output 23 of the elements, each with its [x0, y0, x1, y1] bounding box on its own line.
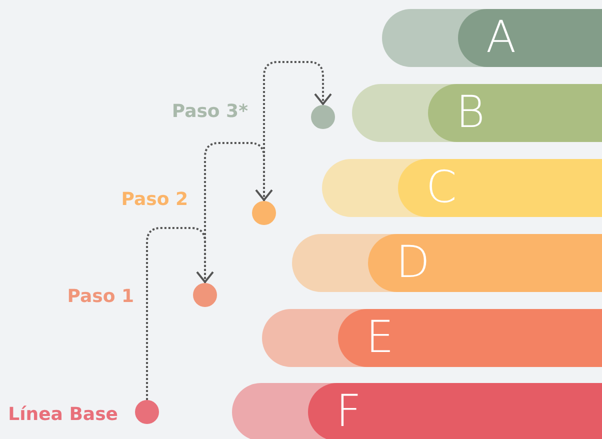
step-label: Paso 3* [172, 101, 248, 123]
step-label: Paso 2 [121, 189, 188, 211]
step-label: Paso 1 [67, 286, 134, 308]
dotted-arrow [263, 61, 332, 201]
level-bar [232, 383, 602, 439]
step-dot [193, 283, 217, 307]
step-dot [252, 201, 276, 225]
level-letter: B [456, 88, 485, 138]
level-bar [382, 9, 602, 67]
level-bar [322, 159, 602, 217]
step-dot [311, 105, 335, 129]
level-bar [352, 84, 602, 142]
level-letter: C [426, 163, 457, 213]
level-letter: E [366, 313, 394, 363]
dotted-arrow [146, 227, 214, 400]
level-letter: A [486, 13, 516, 63]
level-letter: D [396, 238, 430, 288]
step-label: Línea Base [8, 404, 118, 426]
step-dot [135, 400, 159, 424]
level-bar [262, 309, 602, 367]
level-bar [292, 234, 602, 292]
level-letter: F [336, 387, 362, 437]
dotted-arrow [204, 142, 273, 283]
